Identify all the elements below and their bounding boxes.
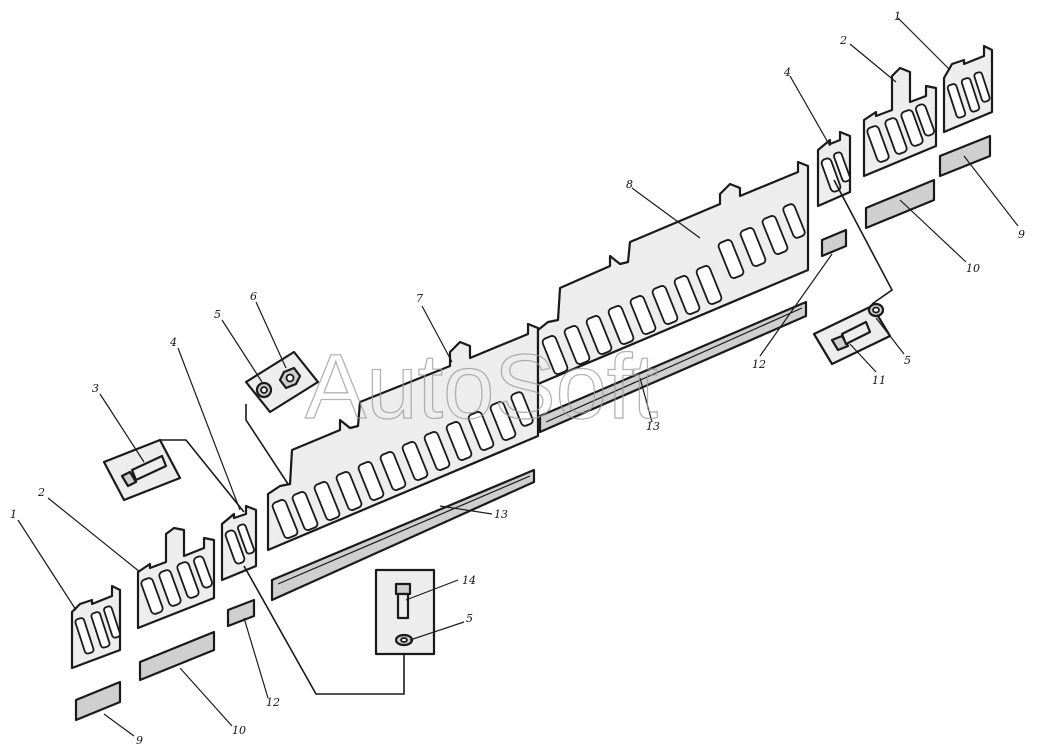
callout-7: 7 <box>416 292 423 305</box>
callout-1-left: 1 <box>10 508 17 521</box>
part-9-left-plate <box>74 680 122 722</box>
callout-14: 14 <box>462 574 476 587</box>
callout-10-right: 10 <box>966 262 980 275</box>
bolt-11-connector <box>833 179 894 305</box>
callout-2-right: 2 <box>839 34 847 47</box>
callout-5-bottom: 5 <box>466 612 473 625</box>
part-7-long-grate <box>266 322 540 552</box>
callout-2-left: 2 <box>37 486 45 499</box>
callout-6: 6 <box>250 290 257 303</box>
part-8-slots <box>541 203 806 375</box>
callout-13-lower: 13 <box>494 508 508 521</box>
callout-12-right: 12 <box>752 358 766 371</box>
part-11-bolt-box <box>812 302 892 366</box>
part-1-right-end-block <box>942 44 994 134</box>
part-7-slots <box>271 391 534 539</box>
autosoft-watermark: AutoSoft <box>305 336 658 438</box>
callout-13-upper: 13 <box>646 420 660 433</box>
leader-lines <box>17 17 1019 737</box>
callout-4-right: 4 <box>783 66 791 79</box>
bolt-14-connector <box>243 565 405 695</box>
part-14-bolt-box <box>374 568 436 656</box>
part-8-long-grate <box>536 160 810 386</box>
part-2-right-bracket-block <box>862 66 938 178</box>
callout-5-right: 5 <box>904 354 911 367</box>
part-4-left-clamp <box>220 504 258 582</box>
callout-1-right: 1 <box>894 10 901 23</box>
callout-labels: 1 2 3 4 5 6 7 8 9 10 12 13 13 14 5 1 2 4… <box>10 10 1025 747</box>
part-12-right-plate <box>820 228 848 258</box>
nut-6-connector <box>245 404 289 485</box>
part-1-left-end-block <box>70 584 122 670</box>
part-5-6-nut-washer-box <box>244 350 320 414</box>
callout-9-left: 9 <box>136 734 143 747</box>
callout-3: 3 <box>92 382 99 395</box>
part-13-upper-bar <box>538 300 808 434</box>
callout-8: 8 <box>626 178 633 191</box>
callout-12-left: 12 <box>266 696 280 709</box>
callout-10-left: 10 <box>232 724 246 737</box>
callout-9-right: 9 <box>1018 228 1025 241</box>
part-4-right-clamp <box>816 130 852 208</box>
part-3-bolt-box <box>102 438 182 502</box>
part-10-left-plate <box>138 630 216 682</box>
callout-4-left: 4 <box>169 336 177 349</box>
part-10-right-plate <box>864 178 936 230</box>
callout-5-left: 5 <box>214 308 221 321</box>
part-12-left-plate <box>226 598 256 628</box>
bolt-3-connector <box>160 439 245 513</box>
part-2-left-bracket-block <box>136 526 216 630</box>
part-9-right-plate <box>938 134 992 178</box>
callout-11: 11 <box>872 374 886 387</box>
